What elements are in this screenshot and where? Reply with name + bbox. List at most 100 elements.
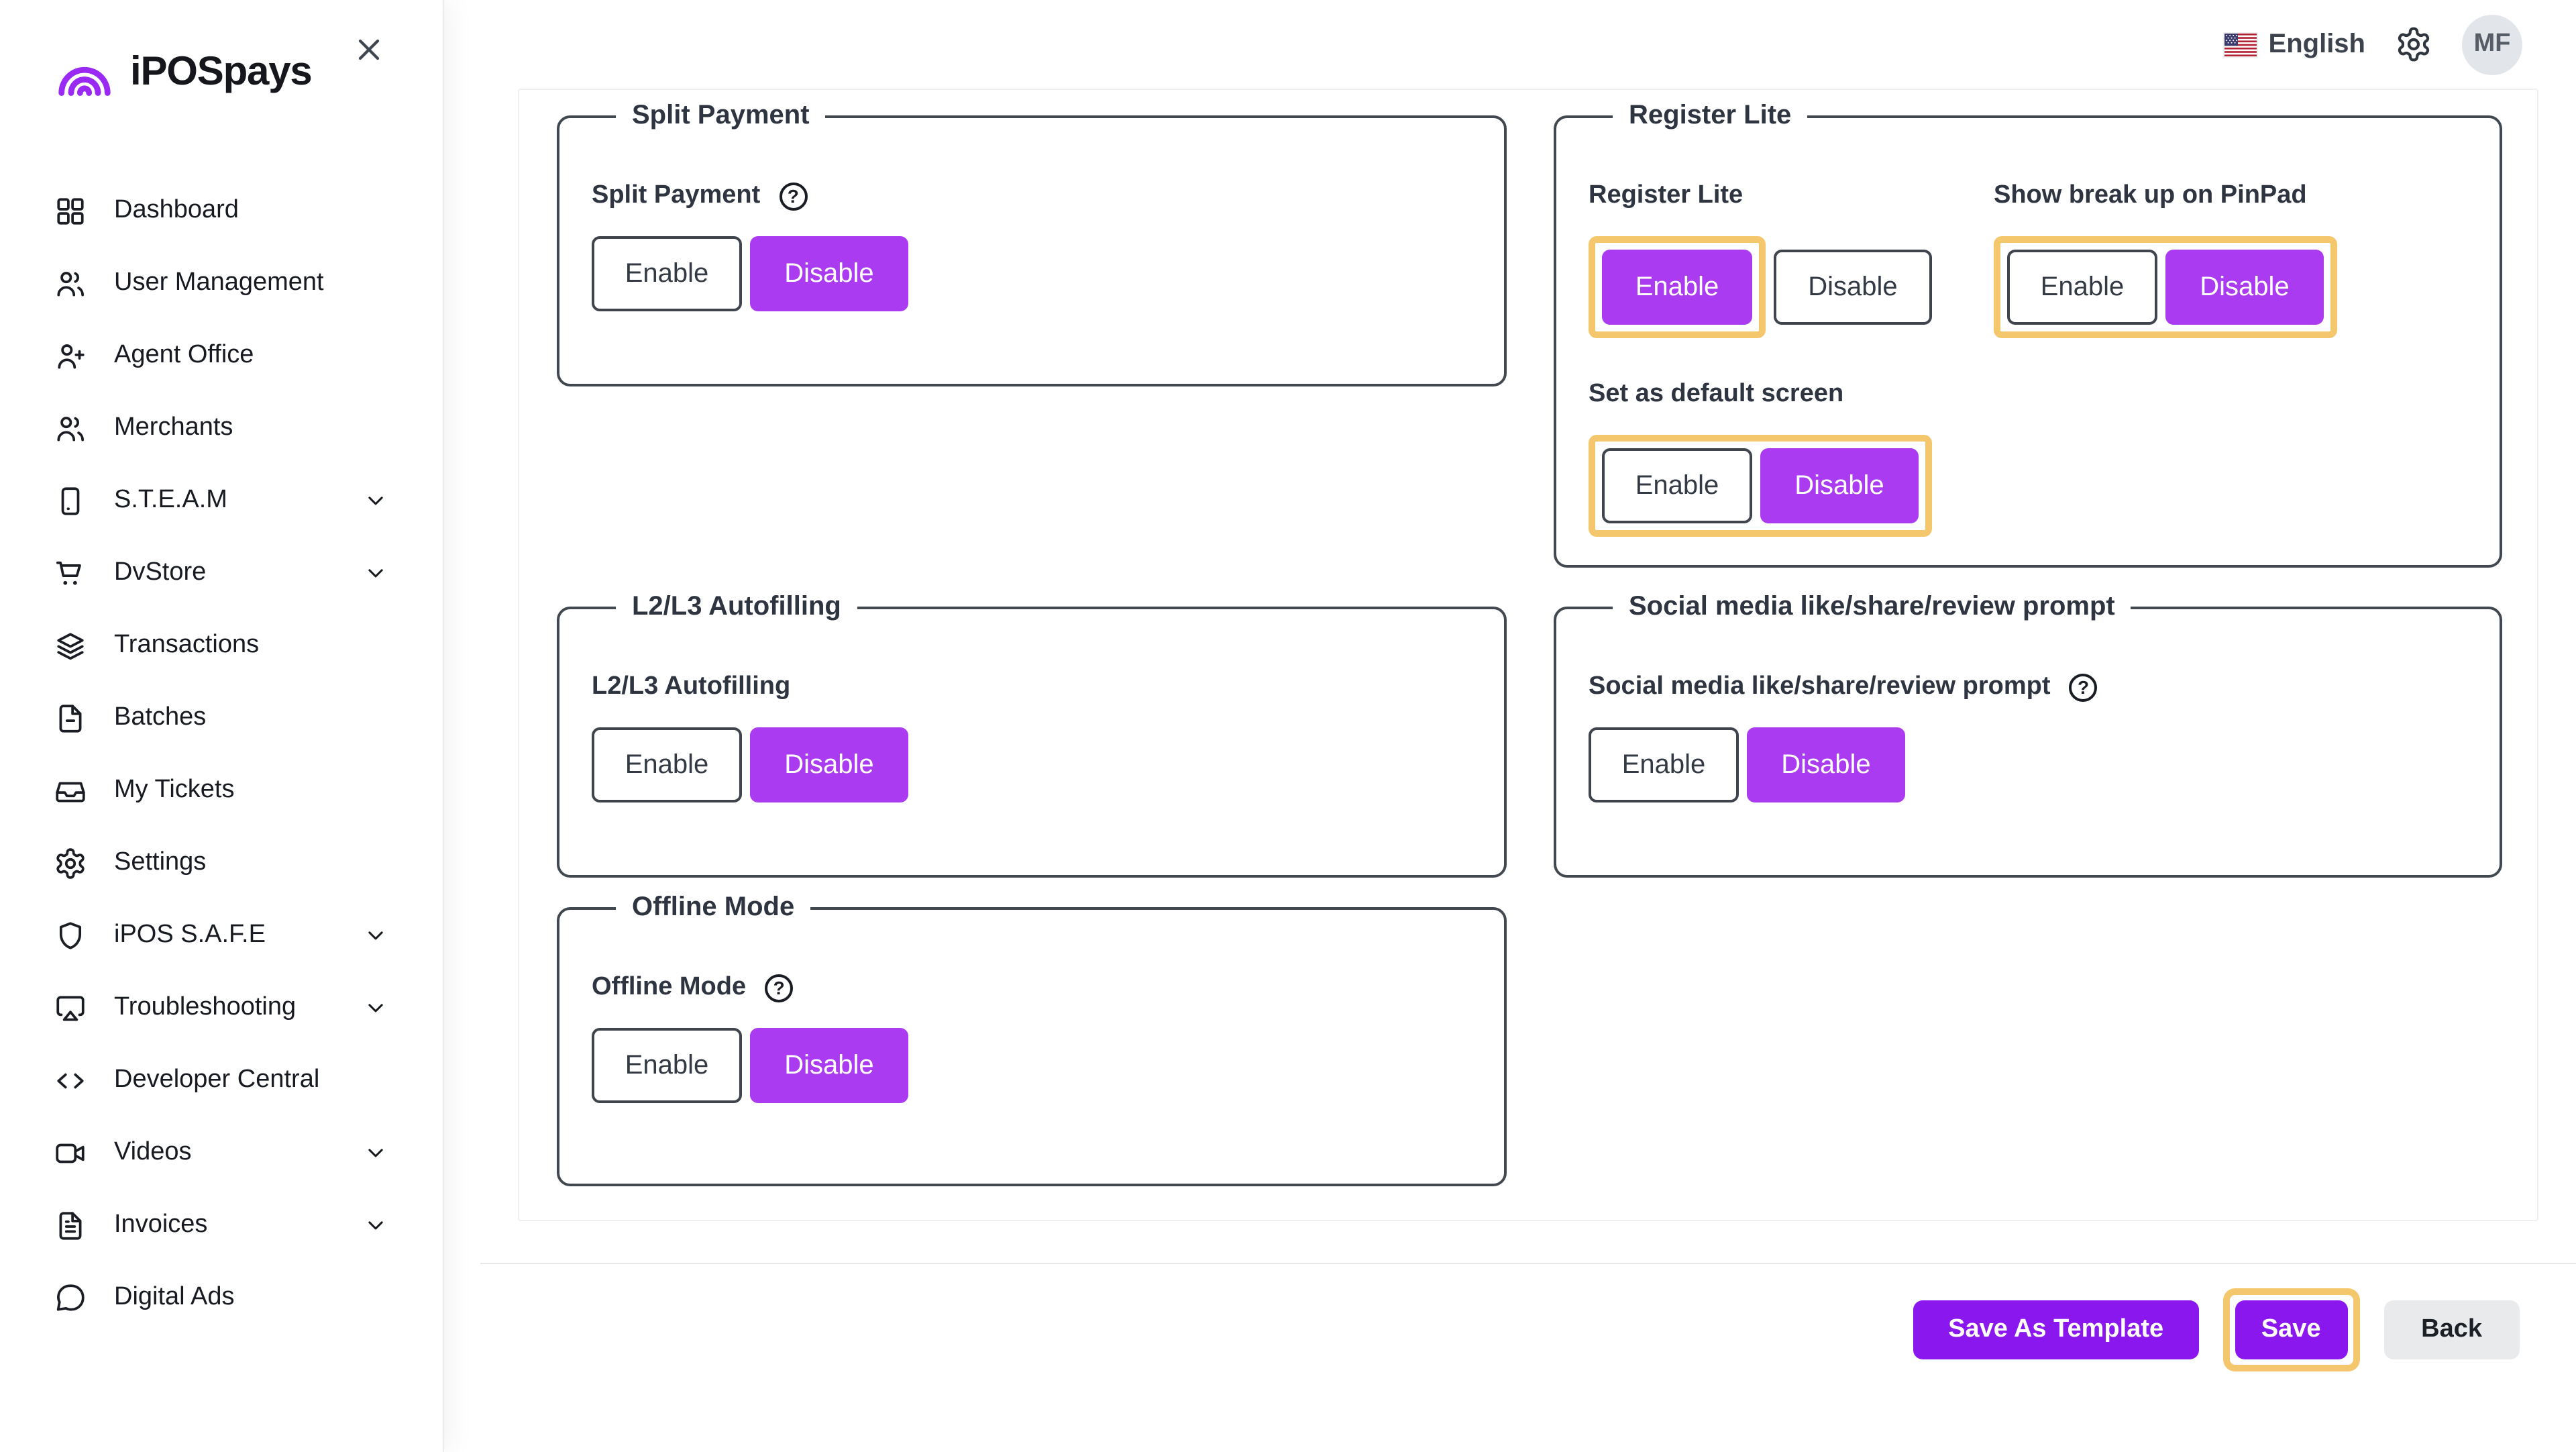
sidebar-item-user-management[interactable]: User Management: [0, 247, 443, 319]
user-plus-icon: [54, 339, 87, 372]
sidebar-item-label: Settings: [114, 848, 207, 876]
section-legend: Offline Mode: [632, 892, 795, 922]
disable-button[interactable]: Disable: [750, 727, 908, 802]
sidebar-item-label: Developer Central: [114, 1066, 320, 1094]
register-lite-toggle: Enable Disable: [1589, 236, 1932, 338]
tutorial-highlight: Enable Disable: [1994, 236, 2337, 338]
us-flag-icon: [2224, 33, 2257, 56]
default-screen-toggle: Enable Disable: [1589, 435, 1932, 537]
tutorial-highlight: Save: [2222, 1288, 2360, 1371]
enable-button[interactable]: Enable: [2007, 250, 2157, 325]
disable-button[interactable]: Disable: [1774, 250, 1932, 325]
disable-button[interactable]: Disable: [2165, 250, 2324, 325]
sidebar-item-dvstore[interactable]: DvStore: [0, 537, 443, 609]
file-minus-icon: [54, 701, 87, 735]
screen-share-icon: [54, 991, 87, 1025]
sidebar-item-invoices[interactable]: Invoices: [0, 1189, 443, 1261]
disable-button[interactable]: Disable: [1747, 727, 1905, 802]
tutorial-highlight: Enable Disable: [1589, 435, 1932, 537]
users-icon: [54, 266, 87, 300]
sidebar-item-troubleshooting[interactable]: Troubleshooting: [0, 972, 443, 1044]
chevron-down-icon[interactable]: [362, 994, 389, 1021]
brand-logo: iPOSpays: [0, 0, 443, 99]
chevron-down-icon[interactable]: [362, 560, 389, 586]
language-label: English: [2268, 29, 2365, 58]
offline-mode-section: Offline Mode Offline Mode ? Enable Disab…: [557, 892, 1507, 1186]
language-selector[interactable]: English: [2224, 29, 2365, 60]
sidebar-item-digital-ads[interactable]: Digital Ads: [0, 1261, 443, 1334]
field-label: Offline Mode: [592, 973, 747, 1001]
disable-button[interactable]: Disable: [750, 1028, 908, 1103]
show-break-up-toggle: Enable Disable: [1994, 236, 2337, 338]
field-label: Split Payment: [592, 181, 761, 209]
sidebar-item-label: DvStore: [114, 558, 207, 586]
chevron-down-icon[interactable]: [362, 1212, 389, 1239]
sidebar-item-ipos-s-a-f-e[interactable]: iPOS S.A.F.E: [0, 899, 443, 972]
sidebar-item-batches[interactable]: Batches: [0, 682, 443, 754]
video-icon: [54, 1136, 87, 1170]
help-icon[interactable]: ?: [779, 182, 808, 210]
help-icon[interactable]: ?: [765, 974, 794, 1002]
sidebar-item-merchants[interactable]: Merchants: [0, 392, 443, 464]
sidebar-item-settings[interactable]: Settings: [0, 827, 443, 899]
layers-icon: [54, 629, 87, 662]
sidebar-item-label: Agent Office: [114, 341, 254, 369]
file-text-icon: [54, 1208, 87, 1242]
gear-icon[interactable]: [2395, 25, 2432, 63]
sidebar-item-agent-office[interactable]: Agent Office: [0, 319, 443, 392]
help-icon[interactable]: ?: [2069, 673, 2098, 701]
enable-button[interactable]: Enable: [1589, 727, 1739, 802]
sidebar-item-transactions[interactable]: Transactions: [0, 609, 443, 682]
l2l3-toggle: Enable Disable: [592, 727, 1477, 802]
save-button[interactable]: Save: [2235, 1300, 2348, 1359]
gear-icon: [54, 846, 87, 880]
chevron-down-icon[interactable]: [362, 487, 389, 514]
sidebar-item-label: S.T.E.A.M: [114, 486, 227, 514]
chevron-down-icon[interactable]: [362, 1139, 389, 1166]
sidebar-item-label: Videos: [114, 1138, 192, 1166]
social-media-toggle: Enable Disable: [1589, 727, 2473, 802]
dashboard-icon: [54, 194, 87, 227]
header-actions: English MF: [2224, 13, 2522, 75]
split-payment-toggle: Enable Disable: [592, 236, 1477, 311]
sidebar-item-s-t-e-a-m[interactable]: S.T.E.A.M: [0, 464, 443, 537]
chevron-down-icon[interactable]: [362, 922, 389, 949]
enable-button[interactable]: Enable: [592, 727, 742, 802]
sidebar-item-developer-central[interactable]: Developer Central: [0, 1044, 443, 1117]
close-icon[interactable]: [352, 32, 386, 67]
sidebar-item-videos[interactable]: Videos: [0, 1117, 443, 1189]
avatar[interactable]: MF: [2462, 14, 2522, 74]
back-button[interactable]: Back: [2383, 1300, 2520, 1359]
sidebar-item-my-tickets[interactable]: My Tickets: [0, 754, 443, 827]
enable-button[interactable]: Enable: [1602, 250, 1752, 325]
l2l3-autofilling-section: L2/L3 Autofilling L2/L3 Autofilling Enab…: [557, 592, 1507, 878]
field-label: Set as default screen: [1589, 380, 1844, 408]
sidebar-item-label: User Management: [114, 268, 324, 297]
sidebar-item-label: Dashboard: [114, 196, 239, 224]
footer-divider: [480, 1263, 2576, 1264]
chat-icon: [54, 1281, 87, 1314]
footer-actions: Save As Template Save Back: [1913, 1288, 2520, 1371]
save-as-template-button[interactable]: Save As Template: [1913, 1300, 2199, 1359]
field-label: L2/L3 Autofilling: [592, 672, 791, 701]
sidebar-item-label: Digital Ads: [114, 1283, 235, 1311]
tablet-icon: [54, 484, 87, 517]
sidebar-item-label: Merchants: [114, 413, 233, 442]
sidebar-item-label: iPOS S.A.F.E: [114, 921, 266, 949]
sidebar-item-label: Troubleshooting: [114, 993, 297, 1021]
disable-button[interactable]: Disable: [1760, 448, 1919, 523]
social-media-prompt-section: Social media like/share/review prompt So…: [1554, 592, 2502, 878]
enable-button[interactable]: Enable: [592, 1028, 742, 1103]
sidebar-item-label: Transactions: [114, 631, 260, 659]
register-lite-section: Register Lite Register Lite Enable Disab…: [1554, 101, 2502, 568]
section-legend: Split Payment: [632, 101, 810, 130]
shield-icon: [54, 919, 87, 952]
sidebar-item-dashboard[interactable]: Dashboard: [0, 174, 443, 247]
disable-button[interactable]: Disable: [750, 236, 908, 311]
field-label: Register Lite: [1589, 181, 1743, 209]
enable-button[interactable]: Enable: [1602, 448, 1752, 523]
enable-button[interactable]: Enable: [592, 236, 742, 311]
code-icon: [54, 1064, 87, 1097]
